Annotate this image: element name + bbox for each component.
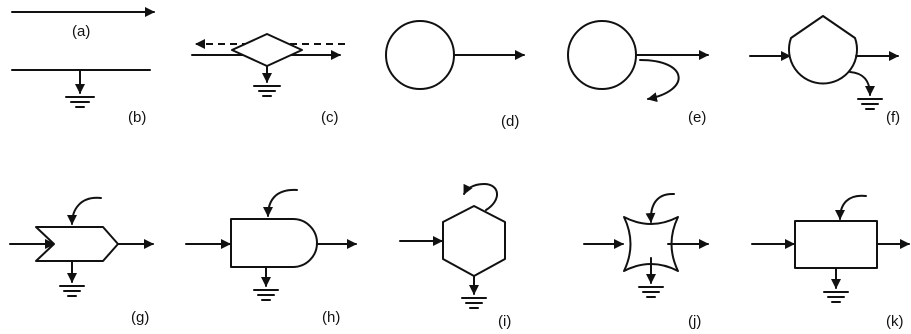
- panel-a-label: (a): [72, 23, 90, 40]
- ground-branch-arrow: [849, 71, 875, 96]
- ground-icon: [253, 85, 281, 97]
- ground-icon: [65, 96, 95, 108]
- hexagon-shape: [442, 205, 506, 277]
- panel-k-label: (k): [886, 313, 904, 330]
- panel-f: (f): [749, 15, 900, 126]
- ground-icon: [857, 98, 883, 110]
- panel-c: (c): [191, 33, 345, 126]
- panel-i: (i): [399, 183, 511, 330]
- circle-shape: [385, 20, 455, 90]
- curved-input-arrow: [835, 194, 867, 220]
- d-shape: [230, 218, 318, 268]
- curved-input-arrow: [263, 188, 298, 217]
- panel-h-label: (h): [322, 309, 340, 326]
- panel-i-label: (i): [498, 313, 511, 330]
- self-loop-arrow: [463, 183, 498, 211]
- panel-d-label: (d): [501, 113, 519, 130]
- ground-icon: [461, 297, 487, 309]
- teardrop-shape: [788, 15, 858, 85]
- curved-input-arrow: [67, 196, 102, 225]
- curved-input-arrow: [645, 192, 675, 223]
- ground-icon: [638, 286, 664, 298]
- panel-e: (e): [567, 20, 709, 126]
- panel-a: (a): [11, 7, 155, 40]
- ground-icon: [823, 291, 849, 303]
- panel-d: (d): [385, 20, 525, 130]
- panel-b: (b): [11, 69, 151, 126]
- panel-h: (h): [185, 188, 357, 326]
- panel-e-label: (e): [688, 109, 706, 126]
- curved-branch-arrow: [639, 59, 680, 103]
- panel-k: (k): [751, 194, 910, 330]
- ground-icon: [253, 289, 279, 301]
- concave-square-shape: [623, 216, 679, 272]
- circle-shape: [567, 20, 637, 90]
- ground-icon: [59, 285, 85, 297]
- diamond-shape: [231, 33, 303, 67]
- chevron-shape: [35, 226, 119, 262]
- panel-b-label: (b): [128, 109, 146, 126]
- panel-g: (g): [9, 196, 154, 326]
- panel-f-label: (f): [886, 109, 900, 126]
- panel-j: (j): [583, 192, 709, 330]
- panel-j-label: (j): [688, 313, 701, 330]
- panel-g-label: (g): [131, 309, 149, 326]
- panel-c-label: (c): [321, 109, 339, 126]
- rectangle-shape: [794, 220, 878, 269]
